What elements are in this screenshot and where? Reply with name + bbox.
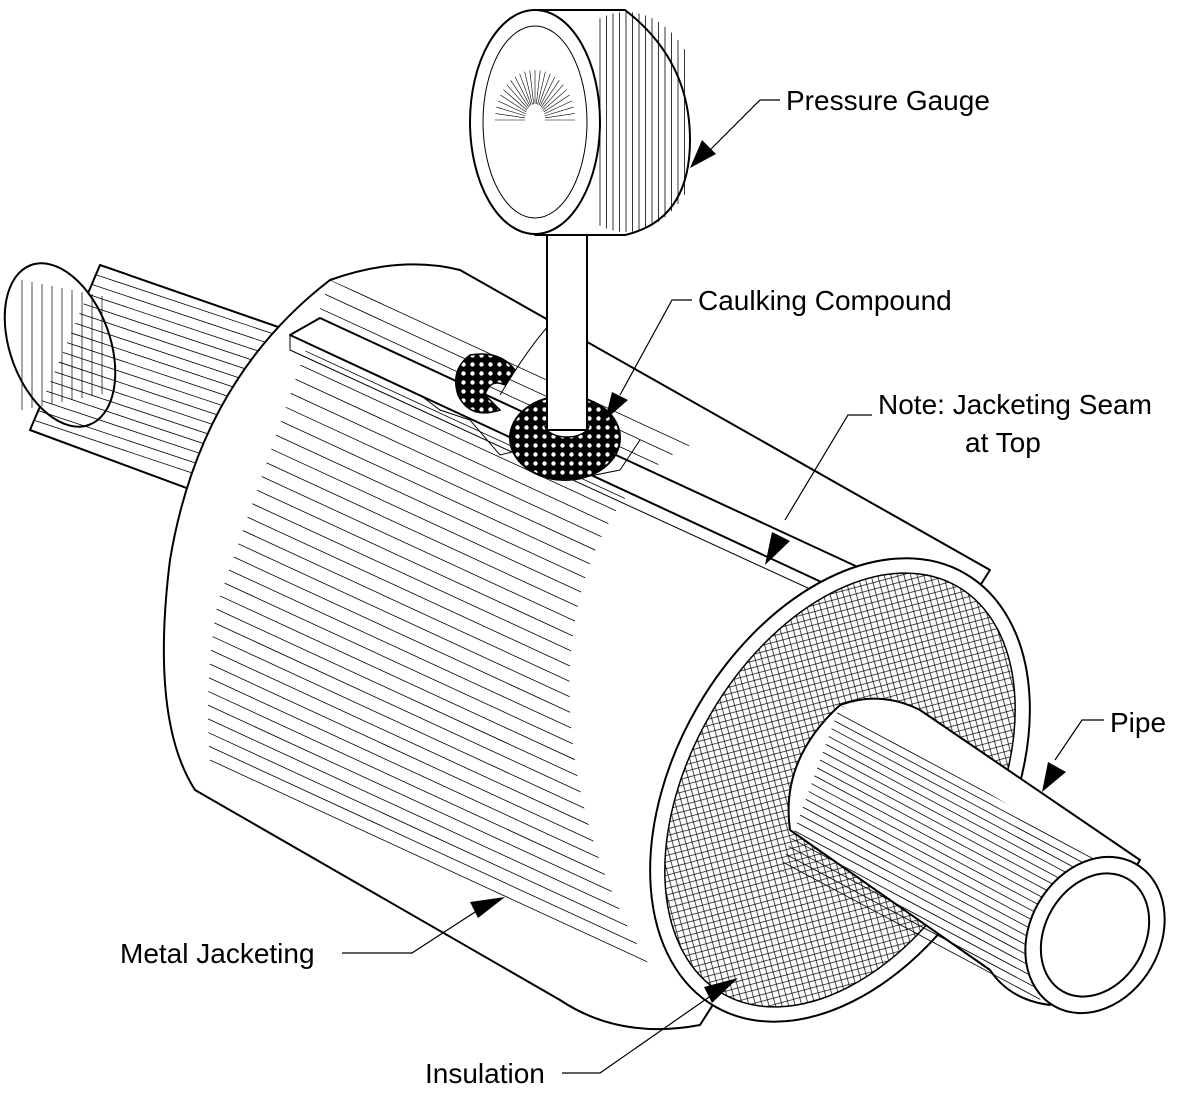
hatch-line [497,100,526,115]
jacketing-seam-note-line1: Note: Jacketing Seam [878,389,1152,420]
hatch-line [510,80,530,108]
jacketing-seam-note-line2: at Top [965,427,1041,458]
caulking-compound-arrow [605,392,628,420]
hatch-line [540,80,560,108]
hatch-line [514,76,531,107]
pipe-right-end [780,697,1166,1015]
hatch-line [538,73,551,106]
hatch-line [496,106,526,117]
hatch-line [500,94,527,113]
hatch-line [782,861,1084,1000]
hatch-line [542,89,567,111]
metal-jacketing-arrow [470,897,505,918]
hatch-line [529,70,534,105]
hatch-line [544,106,574,117]
hatch-line [503,89,528,111]
pipe-label: Pipe [1110,707,1166,738]
callout-insulation: Insulation [425,978,738,1089]
hatch-line [544,113,575,119]
hatch-line [537,71,546,105]
hatch-line [209,759,861,1010]
insulation-arrow [704,978,738,1003]
pressure-gauge-arrow [690,140,716,168]
hatch-line [524,71,533,105]
pressure-gauge-label: Pressure Gauge [786,85,990,116]
hatch-line [544,100,573,115]
insulation-label: Insulation [425,1058,545,1089]
hatch-line [506,84,529,109]
callout-metal-jacketing: Metal Jacketing [120,897,505,969]
caulking-blob-small [455,353,516,414]
hatch-line [543,94,570,113]
hatch-line [495,113,526,119]
metal-jacketing-label: Metal Jacketing [120,938,315,969]
hatch-line [519,73,532,106]
hatch-line [91,284,330,385]
gauge-face [469,9,601,235]
hatch-line [541,84,564,109]
caulking-compound-label: Caulking Compound [698,285,952,316]
hatch-line [834,720,1115,882]
callout-pressure-gauge: Pressure Gauge [690,85,990,168]
callout-pipe: Pipe [1042,707,1166,792]
callout-caulking-compound: Caulking Compound [605,285,952,420]
jacketing-seam-arrow [765,532,790,565]
hatch-line [95,274,330,376]
hatch-line [87,293,330,395]
hatch-line [83,303,330,405]
pressure-gauge [469,9,691,431]
pipe-arrow [1042,762,1066,792]
gauge-stem [546,219,588,431]
hatch-line [539,76,556,107]
hatch-line [536,70,541,105]
callout-jacketing-seam: Note: Jacketing Seam at Top [765,389,1152,565]
